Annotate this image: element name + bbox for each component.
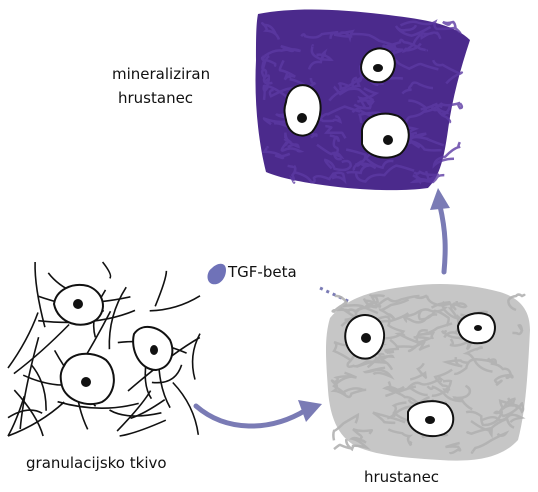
label-mineralized-line1: mineraliziran: [112, 64, 210, 84]
mineralized-cell-3: [362, 114, 409, 158]
label-mineralized-line2: hrustanec: [118, 88, 193, 108]
granulation-tissue: [8, 262, 200, 436]
fiber-stroke: [120, 420, 166, 436]
cartilage-cell-1: [345, 315, 384, 359]
cartilage: [326, 284, 530, 461]
fiber-stroke: [103, 262, 111, 278]
tgf-beta-blob: [208, 264, 227, 285]
cartilage-cell-3: [408, 401, 453, 436]
mineralized-cartilage: [255, 10, 470, 191]
mineralized-cell-2: [285, 85, 321, 135]
arrow-granulation-to-cartilage: [196, 406, 306, 426]
fiber-stroke: [109, 287, 126, 349]
mineralized-cell-1: [361, 48, 395, 82]
label-granulation-tissue: granulacijsko tkivo: [26, 453, 167, 473]
fiber-stroke: [8, 410, 42, 418]
granulation-cell-1: [54, 285, 103, 325]
cartilage-cell-2: [458, 313, 495, 343]
label-cartilage: hrustanec: [364, 467, 439, 487]
arrow-cartilage-to-mineralized: [440, 206, 445, 272]
fiber-stroke: [155, 271, 166, 306]
granulation-cell-2: [133, 327, 172, 370]
fiber-stroke: [173, 383, 199, 435]
fiber-stroke: [31, 365, 46, 411]
fiber-stroke: [20, 337, 38, 429]
label-tgf-beta: TGF-beta: [228, 262, 297, 282]
fiber-stroke: [14, 325, 69, 374]
arrowhead-up-icon: [430, 188, 450, 210]
granulation-cell-3: [61, 354, 114, 404]
